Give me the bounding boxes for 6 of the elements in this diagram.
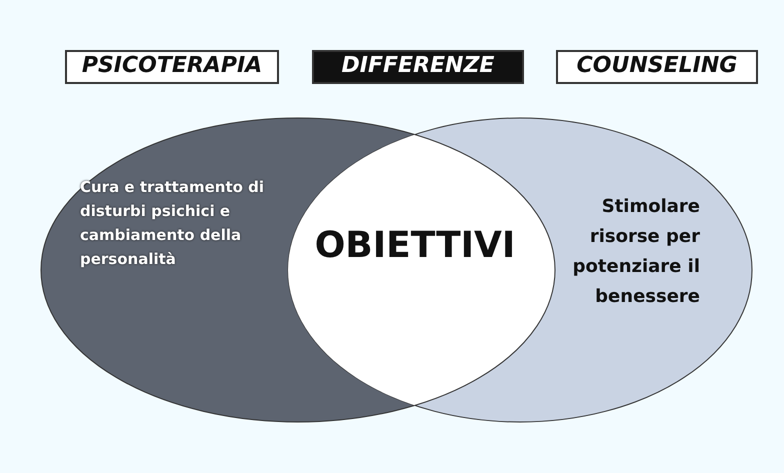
ellipse-text: Stimolare risorse per potenziare il benessere [540,192,700,322]
intersection-label: OBIETTIVI [290,225,540,275]
header-label: COUNSELING [556,50,758,84]
header-label: PSICOTERAPIA [65,50,279,84]
header-label: DIFFERENZE [312,50,524,84]
ellipse-text: Cura e trattamento di disturbi psichici e cambiamento della personalità [80,175,270,335]
